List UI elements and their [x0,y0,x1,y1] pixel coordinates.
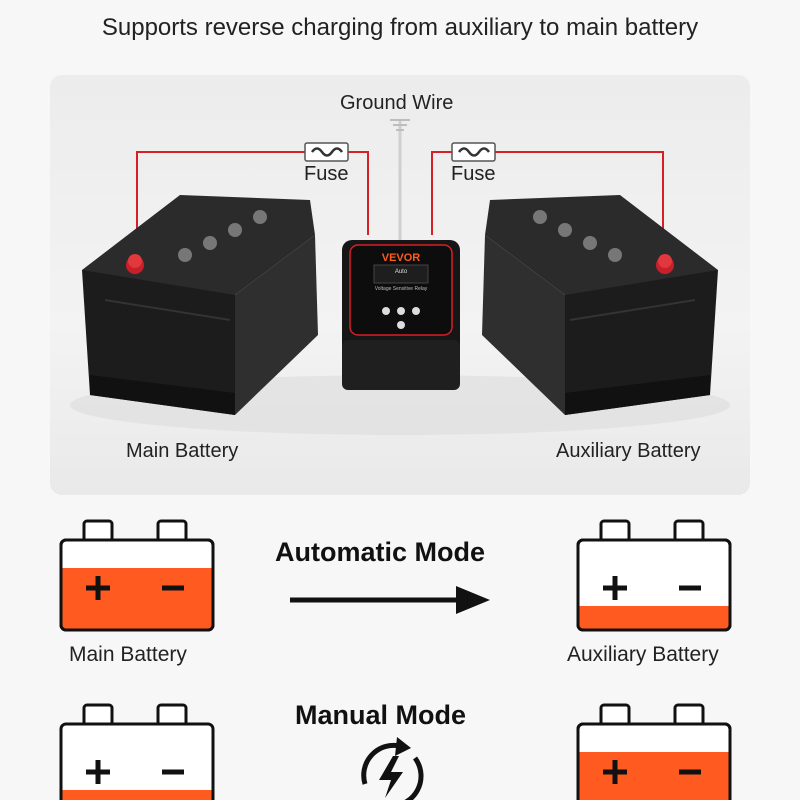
auto-from-label: Main Battery [69,643,187,666]
fuse-left-label: Fuse [304,163,349,185]
battery-full-icon [59,519,215,632]
aux-battery-image [482,195,718,415]
manual-mode-title: Manual Mode [295,700,467,730]
voltage-relay-device: VEVOR Auto Voltage Sensitive Relay [342,240,460,390]
right-red-wire [431,151,664,260]
headline: Supports reverse charging from auxiliary… [101,14,699,41]
automatic-mode-title: Automatic Mode [275,537,486,567]
manual-from-battery-icon [59,703,215,800]
relay-brand: VEVOR [382,252,421,264]
main-battery-image [82,195,318,415]
fuse-right-label: Fuse [451,163,496,185]
battery-low-icon [576,519,732,632]
manual-charge-cycle-icon [361,737,424,800]
ground-wire [390,119,410,240]
main-battery-label: Main Battery [126,440,239,462]
ground-wire-label: Ground Wire [340,92,454,114]
aux-battery-label: Auxiliary Battery [556,440,701,462]
manual-to-battery-icon [576,703,732,800]
fuse-right-icon [451,142,496,162]
product-photo-panel: VEVOR Auto Voltage Sensitive Relay Groun… [50,75,750,495]
left-red-wire [136,151,369,260]
fuse-left-icon [304,142,349,162]
relay-subtitle: Voltage Sensitive Relay [375,286,428,292]
wiring-illustration: VEVOR Auto Voltage Sensitive Relay [70,119,730,435]
auto-to-label: Auxiliary Battery [567,643,719,666]
arrow-right-icon [290,586,490,614]
relay-mode: Auto [395,269,408,275]
